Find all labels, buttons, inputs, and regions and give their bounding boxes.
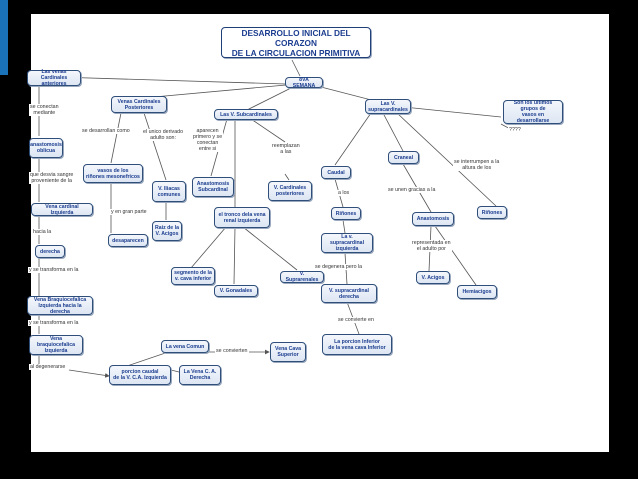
node-desaparecen: desaparecen: [108, 234, 148, 247]
node-segmento-cava: segmento de la v. cava inferior: [171, 267, 215, 285]
node-anastomosis: Anastomosis: [412, 212, 454, 226]
link: [142, 84, 287, 99]
label-degenera-pero: se degenera pero la: [314, 264, 364, 270]
node-caudal: Caudal: [321, 166, 351, 179]
link: [334, 112, 372, 166]
node-raiz-acigos: Raiz de la V. Acigos: [152, 221, 182, 241]
node-vena-comun: La vena Comun: [161, 340, 209, 353]
blue-accent-bar: [0, 0, 8, 75]
node-8va-semana: 8VA SEMANA: [285, 77, 323, 89]
link: [246, 87, 292, 111]
label-se-convierte: se convierte en: [337, 317, 375, 323]
label-desvia-sangre: que desvia sangre proveniente de la: [29, 172, 75, 184]
link: [190, 226, 227, 269]
node-braquiocefalica-izquierda: Vena braquiocefalica Izquierda: [29, 335, 83, 355]
label-unen-gracias: se unen gracias a la: [387, 187, 437, 193]
label-en-gran-parte: y en gran parte: [110, 209, 148, 215]
label-representada: representada en el adulto por: [411, 240, 452, 252]
node-subcardinales: Las V. Subcardinales: [214, 109, 278, 120]
node-suprarrenales: V. Suprarenales: [280, 271, 324, 283]
node-cardinales-posteriores: Venas Cardinales Posteriores: [111, 96, 167, 113]
node-rinones-interrumpen: Riñones: [477, 206, 507, 219]
slide: DESARROLLO INICIAL DEL CORAZON DE LA CIR…: [27, 14, 609, 452]
node-cardinales-anteriores: Las venas Cardinales anteriores: [27, 69, 81, 87]
link: [110, 112, 122, 164]
label-se-transforma-2: y se transforma en la: [28, 320, 80, 326]
concept-links: [38, 59, 515, 378]
node-acigos: V. Acigos: [416, 271, 450, 284]
node-supracardinal-derecha: V. supracardinal derecha: [321, 284, 377, 303]
node-vena-ca-derecha: La Vena C. A. Derecha: [179, 365, 221, 385]
label-desarrollan-como: se desarrollan como: [81, 128, 131, 134]
link: [242, 226, 298, 271]
link: [382, 112, 404, 152]
link: [68, 369, 110, 378]
node-craneal: Craneal: [388, 151, 419, 164]
label-reemplazan: reemplazan a las: [271, 143, 301, 155]
label-aparecen: aparecen primero y se conectan entre si: [192, 128, 224, 152]
node-vena-cava-superior: Vena Cava Superior: [270, 342, 306, 362]
node-supracardinales: Las V. supracardinales: [365, 99, 411, 114]
label-unico-derivado: el unico derivado adulto son:: [142, 129, 185, 141]
label-hacia-la: hacia la: [32, 229, 53, 235]
link: [342, 219, 346, 234]
node-cardinales-posteriores-b: V. Cardinales posteriores: [268, 181, 312, 201]
node-ultimos-grupos: Son los ultimos grupos de vasos en desar…: [503, 100, 563, 124]
label-se-convierten: se convierten: [215, 348, 249, 354]
map-title: DESARROLLO INICIAL DEL CORAZON DE LA CIR…: [221, 27, 371, 58]
node-cardinal-izquierda: Vena cardinal Izquierda: [31, 203, 93, 216]
label-se-transforma-1: y se transforma en la: [28, 267, 80, 273]
node-anastomosis-subcardinal: Anastomosis Subcardinal: [192, 177, 234, 197]
node-iliacas-comunes: V. Iliacas comunes: [152, 181, 186, 202]
node-rinones-caudal: Riñones: [331, 207, 361, 220]
link: [396, 112, 497, 207]
label-interrumpen: se interrumpen a la altura de los: [453, 159, 501, 171]
node-porcion-inferior: La porcion Inferior de la vena cava Infe…: [322, 334, 392, 355]
link: [233, 226, 236, 285]
link: [250, 118, 286, 143]
label-se-conectan: se conectan mediante: [29, 104, 60, 116]
link: [434, 225, 477, 286]
link: [143, 112, 167, 181]
node-tronco-renal: el tronco dela vena renal izquierda: [214, 207, 270, 228]
node-anastomosis-oblicua: anastomosis oblicua: [29, 138, 63, 158]
link: [291, 59, 301, 77]
node-gonadales: V. Gonadales: [214, 285, 258, 297]
link: [284, 173, 290, 181]
node-hemiacigos: Hemiacigos: [457, 285, 497, 299]
link: [56, 76, 287, 85]
label-question: ????: [508, 127, 522, 133]
label-a-los: a los: [337, 190, 351, 196]
node-vasos-rinones: vasos de los riñones mesonefricos: [83, 164, 143, 183]
node-braquiocefalica-hacia-derecha: Vena Braquiocefalica Izquierda hacia la …: [27, 296, 93, 315]
node-supracardinal-izquierda: La v. supracardinal izquierda: [321, 233, 373, 253]
node-derecha: derecha: [35, 245, 65, 258]
label-al-degenerarse: al degenerarse: [29, 364, 67, 370]
node-porcion-caudal: porcion caudal de la V. C.A. Izquierda: [109, 365, 171, 385]
link: [393, 105, 502, 118]
